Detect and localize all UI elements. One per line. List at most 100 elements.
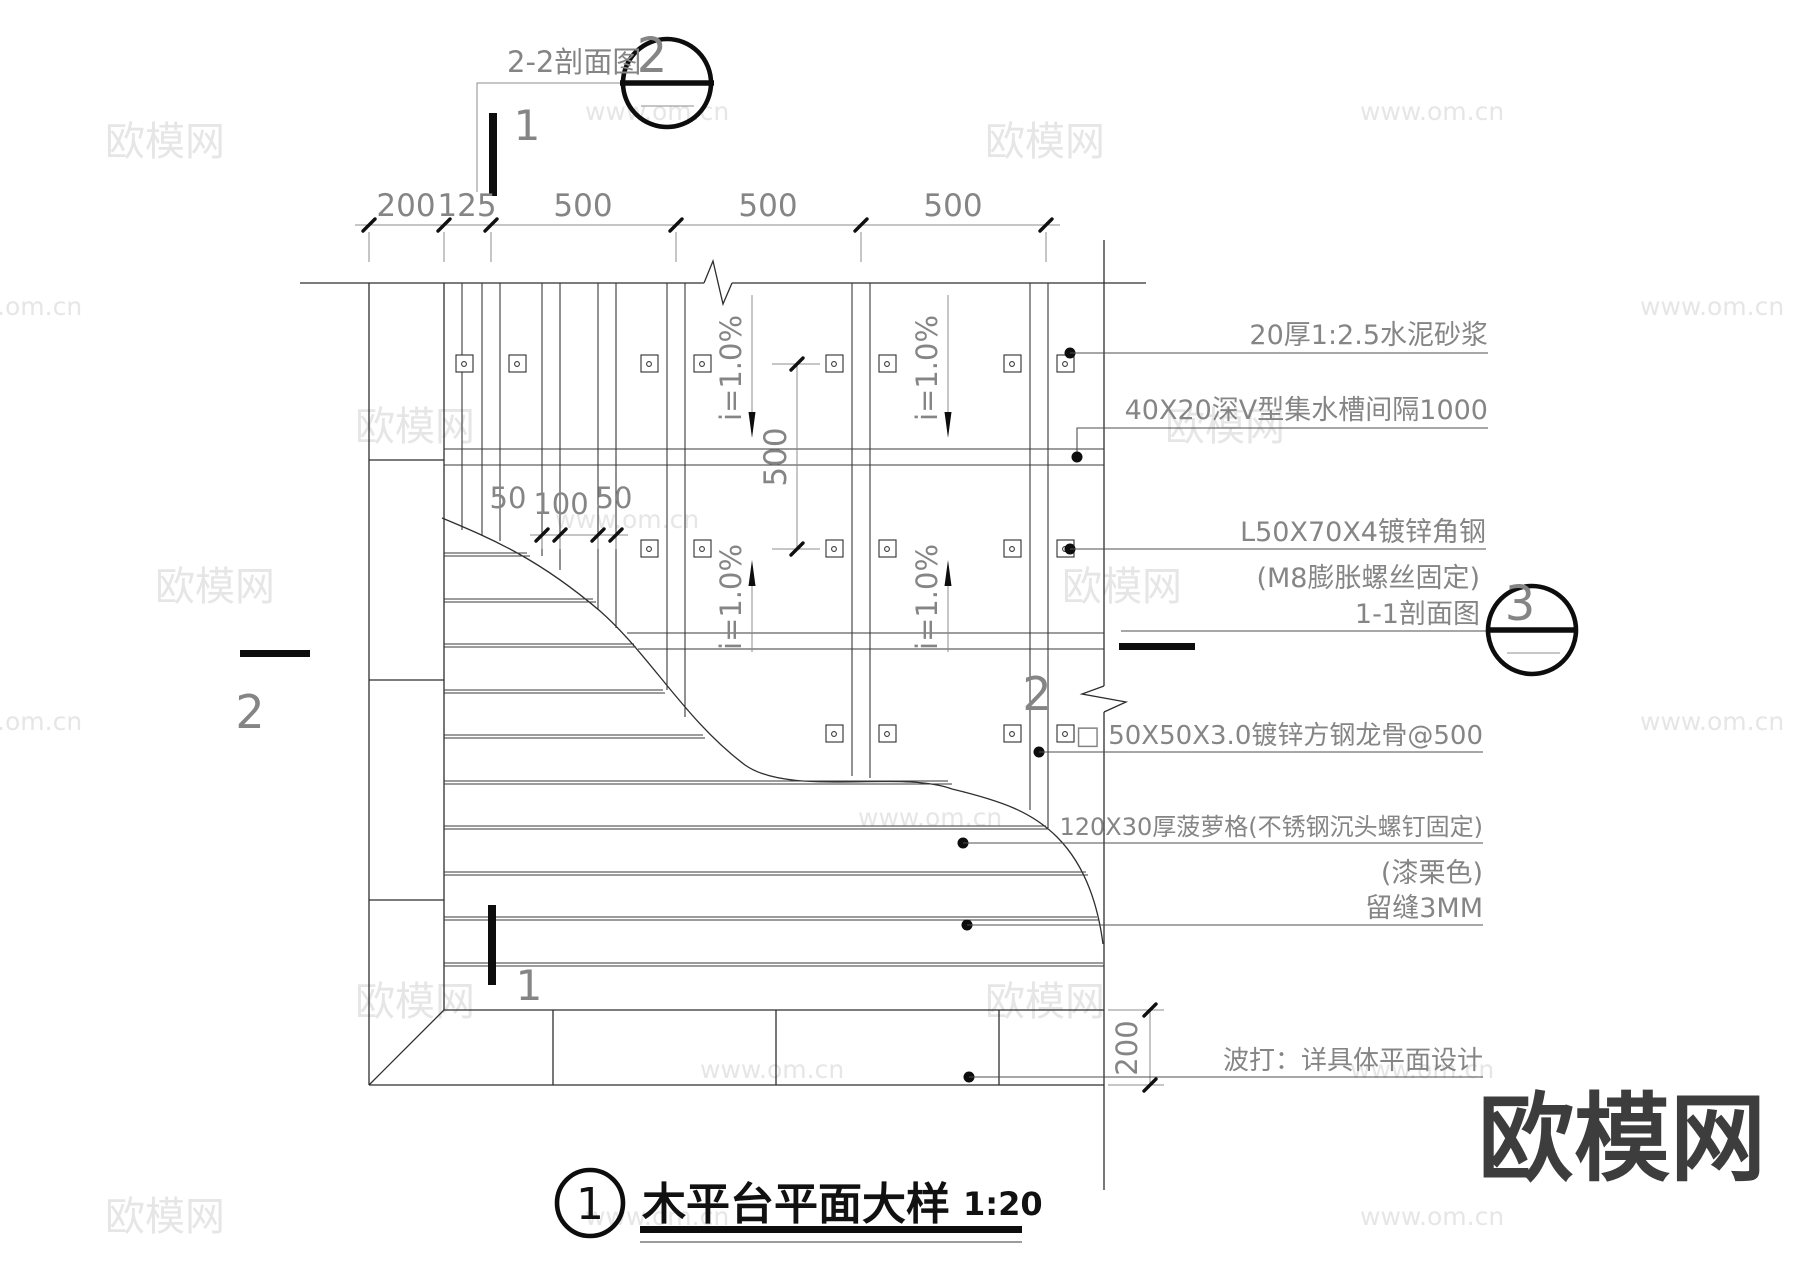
watermark-brand: 欧模网 [155,564,275,610]
annotation-text: (M8膨胀螺丝固定) [1256,563,1480,594]
slope-annotations: i=1.0% i=1.0% i=1.0% i=1.0% [714,295,952,652]
annotation-text: 120X30厚菠萝格(不锈钢沉头螺钉固定) [1059,813,1483,841]
watermark-brand: 欧模网 [105,119,225,165]
dim-label: 50 [596,481,633,515]
watermark-site: www.om.cn [858,803,1002,832]
annotation-text: (漆栗色) [1381,858,1483,889]
dim-label: 50 [490,481,527,515]
section-callout-1-1: 1-1剖面图 3 [1121,576,1579,677]
band-dim-200: 200 [1108,1002,1164,1093]
annotation-text: 波打：详具体平面设计 [1223,1046,1483,1076]
title-text: 木平台平面大样 [642,1179,950,1230]
dim-tick [608,527,624,543]
dim-label: 500 [923,188,982,224]
watermark-site: www.om.cn [555,505,699,534]
section-cut-markers: 1 2 2 [235,643,1195,1010]
section-cut-bar-2-left [240,650,310,657]
deck-plank-joint [444,598,596,603]
dim-tick [361,217,377,233]
watermark-site: www.om.cn [1360,97,1504,126]
section-cut-bar-1-top [489,113,497,196]
dim-tick [1142,1002,1158,1018]
cut-label-1: 1 [516,961,543,1010]
deck-plank-joint [444,871,1088,876]
callout-number: 2 [637,28,668,84]
dim-tick [534,527,550,543]
slope-arrow-head-up [748,560,756,586]
annotation-text: 20厚1:2.5水泥砂浆 [1249,320,1488,351]
dim-tick [1038,217,1054,233]
border-band-bottom-joints [552,1010,1000,1085]
fastener-row-1 [455,354,1075,373]
fastener-row-3 [825,724,1075,743]
watermark-site: www.om.cn [700,1055,844,1084]
fastener-plates [455,354,1075,743]
break-symbol-top [703,258,733,307]
dim-label: 200 [1110,1020,1144,1075]
dim-tick [789,541,805,557]
dim-tick [1142,1077,1158,1093]
watermark-brand-large: 欧模网 [1478,1083,1766,1195]
deck-plank-joint [444,552,530,557]
watermark-layer: 欧模网 欧模网 www.om.cn www.om.cn www.om.cn ww… [0,97,1784,1240]
joist-pair [851,283,871,778]
watermark-site: www.om.cn [1640,707,1784,736]
vertical-dim-500: 500 [758,356,820,557]
callout-leader-line [476,82,621,192]
watermark-site: www.om.cn [1360,1202,1504,1231]
leader-line [1076,427,1488,457]
joist-pair [541,283,561,570]
joist-pair [1029,283,1049,828]
joist-pair [481,283,501,541]
watermark-brand: 欧模网 [105,1194,225,1240]
watermark-site: www.om.cn [1350,1055,1494,1084]
dim-tick [436,217,452,233]
annotation-square-tube: □ 50X50X3.0镀锌方钢龙骨@500 [1033,721,1483,758]
deck-plank-joint [444,689,665,694]
deck-plank-joint [444,780,952,785]
watermark-brand: 欧模网 [985,119,1105,165]
dim-tick [552,527,568,543]
dim-tick [668,217,684,233]
leader-dot [1071,451,1083,463]
dim-label: 100 [533,487,588,521]
dim-label: 500 [758,427,794,486]
cut-label-1: 1 [514,101,541,150]
watermark-brand: 欧模网 [355,404,475,450]
watermark-site: www.om.cn [0,292,82,321]
title-scale: 1:20 [963,1185,1043,1223]
annotation-gutter: 40X20深V型集水槽间隔1000 [1071,395,1488,463]
transverse-joist-row [627,632,1104,650]
annotation-mortar: 20厚1:2.5水泥砂浆 [1064,320,1488,359]
section-cut-bar-1-bottom [488,905,496,985]
inner-dim-50-100-50: 50 100 50 [490,481,633,549]
dim-ext [541,537,617,549]
dim-tick [483,217,499,233]
watermark-site: www.om.cn [1640,292,1784,321]
annotation-text: 40X20深V型集水槽间隔1000 [1125,395,1488,426]
joist-pair [597,283,617,628]
deck-plank-joint [444,825,1049,830]
dim-label: 500 [738,188,797,224]
deck-plank-joint [444,916,1099,921]
dim-label: 125 [437,188,496,224]
annotation-text: □ 50X50X3.0镀锌方钢龙骨@500 [1075,721,1483,751]
curved-deck-edge [441,517,1104,945]
section-label: 2-2剖面图 [507,45,641,79]
dim-label: 500 [553,188,612,224]
fastener-row-2 [640,539,1075,558]
watermark-site: www.om.cn [0,707,82,736]
title-underline-thick [640,1226,1022,1233]
watermark-brand: 欧模网 [985,979,1105,1025]
annotation-text: 留缝3MM [1365,893,1483,924]
section-callout-2-2: 2 2-2剖面图 1 [476,28,714,196]
break-symbol-right [1079,685,1129,713]
dim-label: 200 [376,188,435,224]
dim-tick [789,356,805,372]
border-band-joints [369,459,444,901]
deck-plank-joint [444,734,705,739]
title-number: 1 [576,1179,604,1230]
plan-linework [300,240,1146,1190]
